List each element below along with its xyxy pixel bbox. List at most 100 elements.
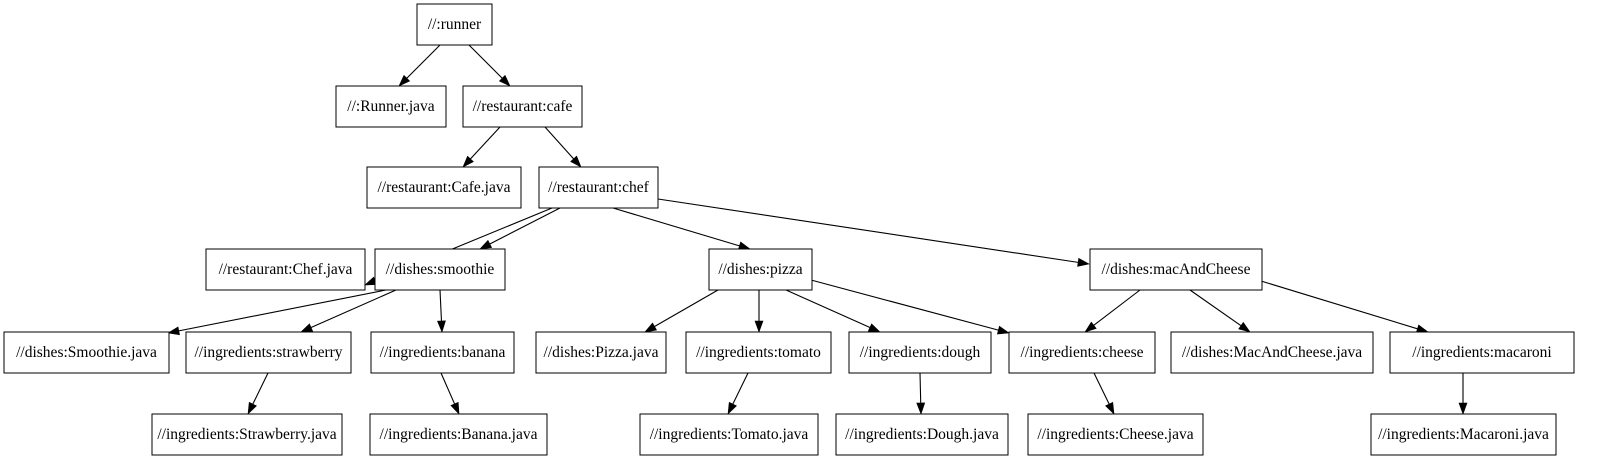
graph-node-dough-java[interactable]: //ingredients:Dough.java: [835, 413, 1009, 456]
node-box[interactable]: [462, 85, 583, 128]
node-box[interactable]: [370, 331, 515, 374]
edge-line: [657, 198, 1079, 263]
graph-node-restaurant-chef[interactable]: //restaurant:chef: [538, 166, 659, 209]
graph-node-macandcheese-java[interactable]: //dishes:MacAndCheese.java: [1170, 331, 1374, 374]
edge-line: [544, 126, 575, 160]
graph-edge: [1084, 289, 1141, 333]
graph-edge: [440, 372, 460, 415]
node-box[interactable]: [1008, 331, 1156, 374]
edge-arrowhead: [754, 320, 764, 333]
edge-line: [310, 289, 397, 329]
graph-node-ing-cheese[interactable]: //ingredients:cheese: [1008, 331, 1156, 374]
edge-line: [785, 289, 871, 329]
edge-arrowhead: [867, 323, 881, 333]
edge-line: [439, 289, 443, 322]
graph-edge: [398, 44, 441, 87]
node-label: //:Runner.java: [347, 98, 435, 115]
edge-arrowhead: [398, 74, 411, 87]
node-label: //restaurant:chef: [548, 179, 650, 196]
node-label: //dishes:Pizza.java: [544, 344, 659, 361]
graph-edge: [1260, 280, 1429, 333]
node-label: //ingredients:banana: [380, 344, 506, 361]
node-box[interactable]: [1370, 413, 1557, 456]
edge-line: [1093, 372, 1110, 405]
node-box[interactable]: [335, 85, 447, 128]
node-box[interactable]: [1170, 331, 1374, 374]
edge-arrowhead: [1458, 402, 1468, 415]
graph-node-banana-java[interactable]: //ingredients:Banana.java: [369, 413, 548, 456]
edge-arrowhead: [727, 401, 737, 415]
node-label: //ingredients:Dough.java: [845, 426, 999, 443]
edge-arrowhead: [916, 402, 926, 415]
node-box[interactable]: [374, 248, 506, 291]
graph-node-dishes-smoothie[interactable]: //dishes:smoothie: [374, 248, 506, 291]
node-box[interactable]: [848, 331, 992, 374]
edge-arrowhead: [450, 401, 460, 415]
edge-line: [489, 207, 561, 245]
node-box[interactable]: [205, 248, 366, 291]
node-box[interactable]: [185, 331, 352, 374]
node-label: //dishes:smoothie: [386, 261, 495, 278]
graph-node-ing-tomato[interactable]: //ingredients:tomato: [685, 331, 832, 374]
node-box[interactable]: [639, 413, 819, 456]
graph-node-ing-macaroni[interactable]: //ingredients:macaroni: [1389, 331, 1575, 374]
node-box[interactable]: [416, 3, 493, 46]
node-label: //:runner: [428, 16, 482, 33]
edge-arrowhead: [1077, 257, 1090, 267]
edge-arrowhead: [498, 74, 511, 87]
node-box[interactable]: [3, 331, 170, 374]
graph-node-ing-banana[interactable]: //ingredients:banana: [370, 331, 515, 374]
graph-node-dishes-macandcheese[interactable]: //dishes:macAndCheese: [1089, 248, 1263, 291]
graph-edge: [544, 126, 582, 168]
graph-edge: [612, 207, 751, 251]
node-label: //ingredients:macaroni: [1412, 344, 1552, 361]
graph-node-macaroni-java[interactable]: //ingredients:Macaroni.java: [1370, 413, 1557, 456]
node-box[interactable]: [685, 331, 832, 374]
graph-node-ing-dough[interactable]: //ingredients:dough: [848, 331, 992, 374]
graph-edge: [727, 372, 749, 415]
graph-node-strawberry-java[interactable]: //ingredients:Strawberry.java: [151, 413, 343, 456]
graph-node-cafe-java[interactable]: //restaurant:Cafe.java: [366, 166, 522, 209]
graph-node-runner[interactable]: //:runner: [416, 3, 493, 46]
nodes-layer: //:runner //:Runner.java //restaurant:cafe…: [3, 3, 1575, 456]
graph-node-pizza-java[interactable]: //dishes:Pizza.java: [535, 331, 667, 374]
edge-arrowhead: [996, 325, 1010, 335]
edge-arrowhead: [1105, 401, 1115, 415]
edge-line: [732, 372, 749, 405]
graph-edge: [462, 126, 501, 168]
edge-arrowhead: [437, 320, 446, 333]
edge-line: [1260, 280, 1418, 330]
node-box[interactable]: [1089, 248, 1263, 291]
graph-node-chef-java[interactable]: //restaurant:Chef.java: [205, 248, 366, 291]
node-box[interactable]: [538, 166, 659, 209]
graph-edge: [167, 289, 387, 336]
graph-node-runner-java[interactable]: //:Runner.java: [335, 85, 447, 128]
node-label: //ingredients:strawberry: [194, 344, 342, 361]
node-box[interactable]: [1389, 331, 1575, 374]
node-box[interactable]: [151, 413, 343, 456]
edge-arrowhead: [1238, 321, 1251, 333]
graph-node-cheese-java[interactable]: //ingredients:Cheese.java: [1027, 413, 1204, 456]
node-box[interactable]: [369, 413, 548, 456]
edge-line: [1093, 289, 1141, 326]
graph-node-dishes-pizza[interactable]: //dishes:pizza: [708, 248, 813, 291]
node-label: //dishes:Smoothie.java: [16, 344, 157, 361]
node-label: //ingredients:Macaroni.java: [1378, 426, 1549, 443]
node-box[interactable]: [1027, 413, 1204, 456]
graph-node-ing-strawberry[interactable]: //ingredients:strawberry: [185, 331, 352, 374]
edge-line: [470, 126, 501, 160]
node-box[interactable]: [366, 166, 522, 209]
graph-node-restaurant-cafe[interactable]: //restaurant:cafe: [462, 85, 583, 128]
graph-edge: [644, 289, 719, 333]
node-box[interactable]: [708, 248, 813, 291]
graph-edge: [916, 372, 926, 415]
graph-edge: [479, 207, 561, 250]
node-label: //ingredients:Banana.java: [380, 426, 538, 443]
node-box[interactable]: [535, 331, 667, 374]
node-box[interactable]: [835, 413, 1009, 456]
graph-edge: [754, 290, 764, 333]
graph-node-tomato-java[interactable]: //ingredients:Tomato.java: [639, 413, 819, 456]
graph-node-smoothie-java[interactable]: //dishes:Smoothie.java: [3, 331, 170, 374]
edge-line: [406, 44, 441, 79]
node-label: //ingredients:Tomato.java: [650, 426, 809, 443]
